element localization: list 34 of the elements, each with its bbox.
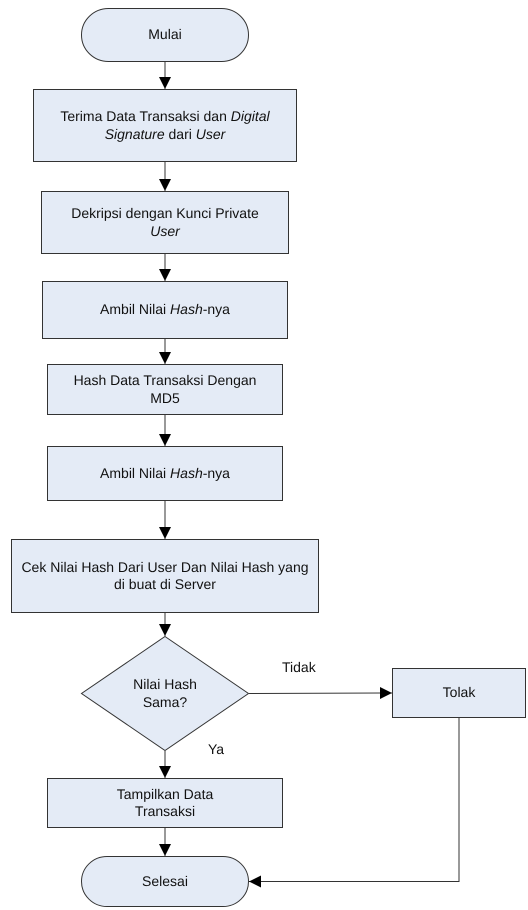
process-text: Hash Data Transaksi Dengan MD5 — [72, 372, 258, 407]
process-text: Tolak — [442, 684, 476, 702]
decision-text: Nilai Hash Sama? — [132, 676, 198, 711]
arrow — [159, 500, 171, 540]
process-box — [47, 778, 283, 828]
terminal-text: Selesai — [142, 872, 188, 890]
process-text: Tampilkan Data Transaksi — [116, 786, 214, 820]
process-box — [392, 668, 526, 718]
edge-label: Ya — [208, 742, 224, 758]
arrow — [248, 718, 460, 888]
edge-label: Tidak — [282, 660, 316, 676]
arrow — [159, 162, 171, 192]
process-box — [47, 364, 283, 415]
process-box — [33, 89, 297, 162]
arrow — [248, 687, 392, 700]
arrow — [159, 254, 171, 282]
arrow — [159, 612, 171, 636]
process-box — [41, 191, 289, 254]
arrow — [159, 750, 171, 778]
process-box — [47, 446, 283, 501]
process-text: Ambil Nilai Hash-nya — [99, 464, 231, 482]
terminal-shape — [81, 8, 249, 62]
process-box — [11, 539, 319, 613]
arrow — [159, 62, 171, 90]
process-text: Terima Data Transaksi dan Digital Signature dari User — [59, 108, 271, 143]
terminal-shape — [81, 856, 249, 907]
process-text: Dekripsi dengan Kunci Private User — [70, 205, 260, 240]
terminal-text: Mulai — [148, 26, 182, 44]
process-text: Ambil Nilai Hash-nya — [99, 301, 231, 319]
process-text: Cek Nilai Hash Dari User Dan Nilai Hash yang di buat di Server — [20, 558, 310, 594]
arrow — [159, 828, 171, 856]
arrow — [159, 414, 171, 446]
arrow — [159, 338, 171, 364]
process-box — [42, 281, 288, 339]
